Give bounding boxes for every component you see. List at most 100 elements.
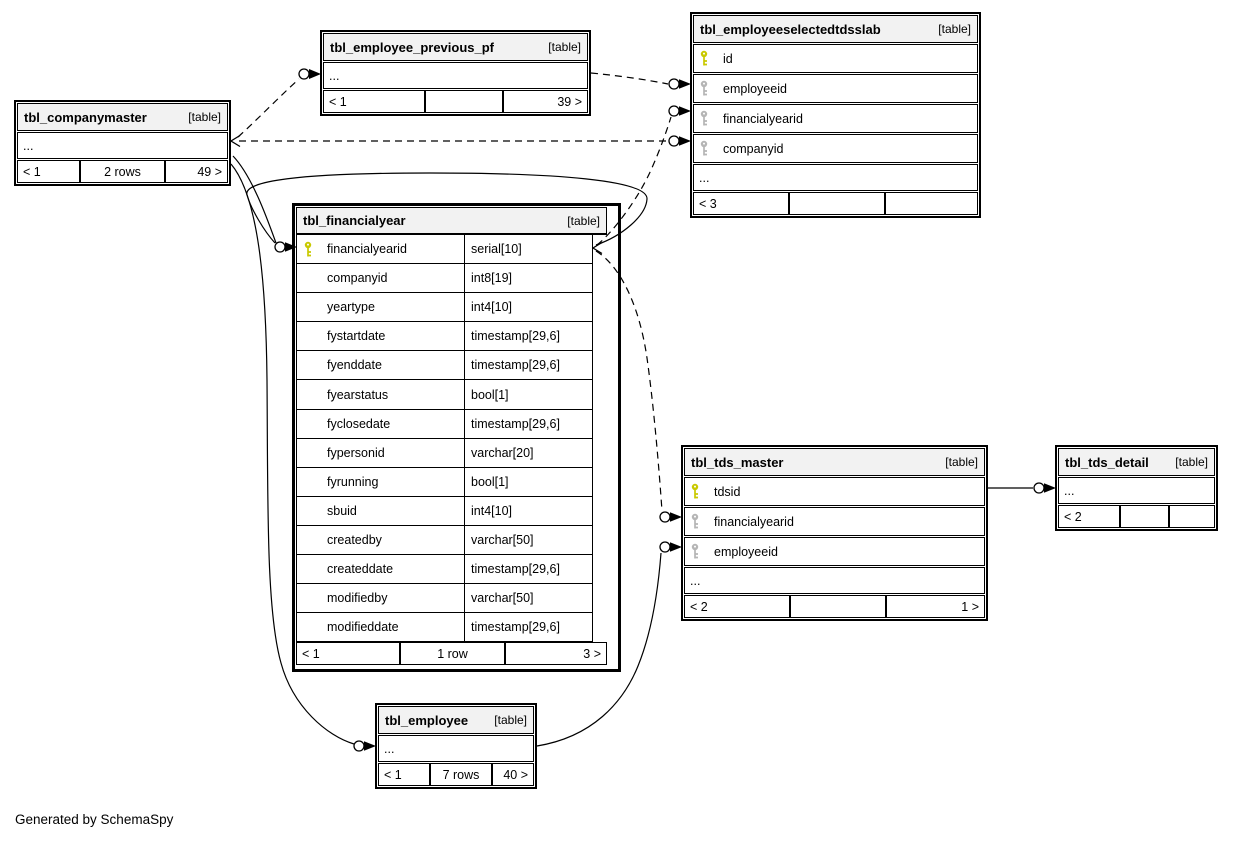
pagination-cell: < 2 <box>1058 505 1120 528</box>
column-type: varchar[50] <box>471 532 534 547</box>
pagination-cell: 2 rows <box>80 160 165 183</box>
table-type-tag: [table] <box>188 110 221 124</box>
pagination-cell: 3 > <box>505 642 607 666</box>
pagination-cell <box>790 595 886 618</box>
column-name: companyid <box>723 141 784 156</box>
table-header: tbl_employee [table] <box>378 706 534 734</box>
column-name: fypersonid <box>327 438 465 467</box>
primary-key-icon <box>304 241 312 257</box>
foreign-key-icon <box>691 543 699 559</box>
pagination-cell: 40 > <box>492 763 534 786</box>
column-name: companyid <box>327 264 465 293</box>
table-title[interactable]: tbl_tds_detail <box>1065 454 1149 470</box>
table-title[interactable]: tbl_employeeselectedtdsslab <box>700 21 881 37</box>
table-title[interactable]: tbl_tds_master <box>691 454 784 470</box>
column-row-fypersonid: fypersonid varchar[20] <box>297 438 592 468</box>
column-row-tdsid: tdsid <box>684 477 985 506</box>
primary-key-icon <box>700 50 708 66</box>
column-name: employeeid <box>714 544 778 559</box>
column-name: yeartype <box>327 293 465 322</box>
table-node-financialyear[interactable]: tbl_financialyear [table] financialyeari… <box>292 203 621 672</box>
table-title[interactable]: tbl_companymaster <box>24 109 147 125</box>
pagination-cell: < 1 <box>17 160 80 183</box>
column-type: int4[10] <box>471 300 513 315</box>
column-name: tdsid <box>714 484 741 499</box>
table-header: tbl_companymaster [table] <box>17 103 228 131</box>
table-title[interactable]: tbl_financialyear <box>303 213 406 228</box>
table-header: tbl_financialyear [table] <box>296 207 607 235</box>
key-slot <box>690 543 714 560</box>
column-row-fyearstatus: fyearstatus bool[1] <box>297 380 592 410</box>
table-title[interactable]: tbl_employee_previous_pf <box>330 39 494 55</box>
pagination-cell: 1 row <box>400 642 505 666</box>
key-slot <box>699 80 723 97</box>
hidden-columns-row: ... <box>378 735 534 762</box>
table-header: tbl_tds_detail [table] <box>1058 448 1215 476</box>
table-type-tag: [table] <box>945 455 978 469</box>
column-name: ... <box>23 138 34 153</box>
column-name: financialyearid <box>714 514 794 529</box>
column-name: ... <box>329 68 340 83</box>
table-type-tag: [table] <box>548 40 581 54</box>
column-type: int4[10] <box>471 503 513 518</box>
column-name: ... <box>1064 483 1075 498</box>
column-type: serial[10] <box>471 242 522 257</box>
column-name: sbuid <box>327 496 465 525</box>
pagination-cell: < 2 <box>684 595 790 618</box>
column-type: varchar[20] <box>471 445 534 460</box>
pagination-cell: 49 > <box>165 160 228 183</box>
key-slot <box>297 241 327 258</box>
key-slot <box>690 483 714 500</box>
column-row-employeeid: employeeid <box>693 74 978 103</box>
hidden-columns-row: ... <box>1058 477 1215 504</box>
column-name: ... <box>690 573 701 588</box>
foreign-key-icon <box>691 513 699 529</box>
table-header: tbl_employee_previous_pf [table] <box>323 33 588 61</box>
pagination-cell: 39 > <box>503 90 588 113</box>
table-type-tag: [table] <box>494 713 527 727</box>
column-type: int8[19] <box>471 271 513 286</box>
primary-key-icon <box>691 483 699 499</box>
column-name: fyenddate <box>327 351 465 380</box>
table-node-employeeselectedtdsslab[interactable]: tbl_employeeselectedtdsslab [table] id em… <box>690 12 981 218</box>
hidden-columns-row: ... <box>17 132 228 159</box>
column-name: modifiedby <box>327 584 465 613</box>
edge-companymaster-financialyear <box>232 155 277 244</box>
table-title[interactable]: tbl_employee <box>385 712 469 728</box>
pagination-cell <box>425 90 503 113</box>
table-header: tbl_tds_master [table] <box>684 448 985 476</box>
column-type: bool[1] <box>471 387 509 402</box>
hidden-columns-row: ... <box>684 567 985 594</box>
column-name: id <box>723 51 733 66</box>
key-slot <box>690 513 714 530</box>
column-rows: ... <box>17 132 228 159</box>
column-row-companyid: companyid int8[19] <box>297 264 592 294</box>
column-type: bool[1] <box>471 474 509 489</box>
column-type: timestamp[29,6] <box>471 562 560 577</box>
key-slot <box>699 140 723 157</box>
column-type: timestamp[29,6] <box>471 358 560 373</box>
table-type-tag: [table] <box>938 22 971 36</box>
column-name: ... <box>699 170 710 185</box>
column-name: fyearstatus <box>327 380 465 409</box>
table-node-tds-master[interactable]: tbl_tds_master [table] tdsid financialyea… <box>681 445 988 621</box>
table-footer: < 2 <box>1058 505 1215 528</box>
column-name: fystartdate <box>327 322 465 351</box>
pagination-cell <box>1169 505 1215 528</box>
generator-credit: Generated by SchemaSpy <box>15 812 174 827</box>
table-node-employee-previous-pf[interactable]: tbl_employee_previous_pf [table] ... < 1… <box>320 30 591 116</box>
table-node-tds-detail[interactable]: tbl_tds_detail [table] ... < 2 <box>1055 445 1218 531</box>
column-name: ... <box>384 741 395 756</box>
table-footer: < 3 <box>693 192 978 215</box>
